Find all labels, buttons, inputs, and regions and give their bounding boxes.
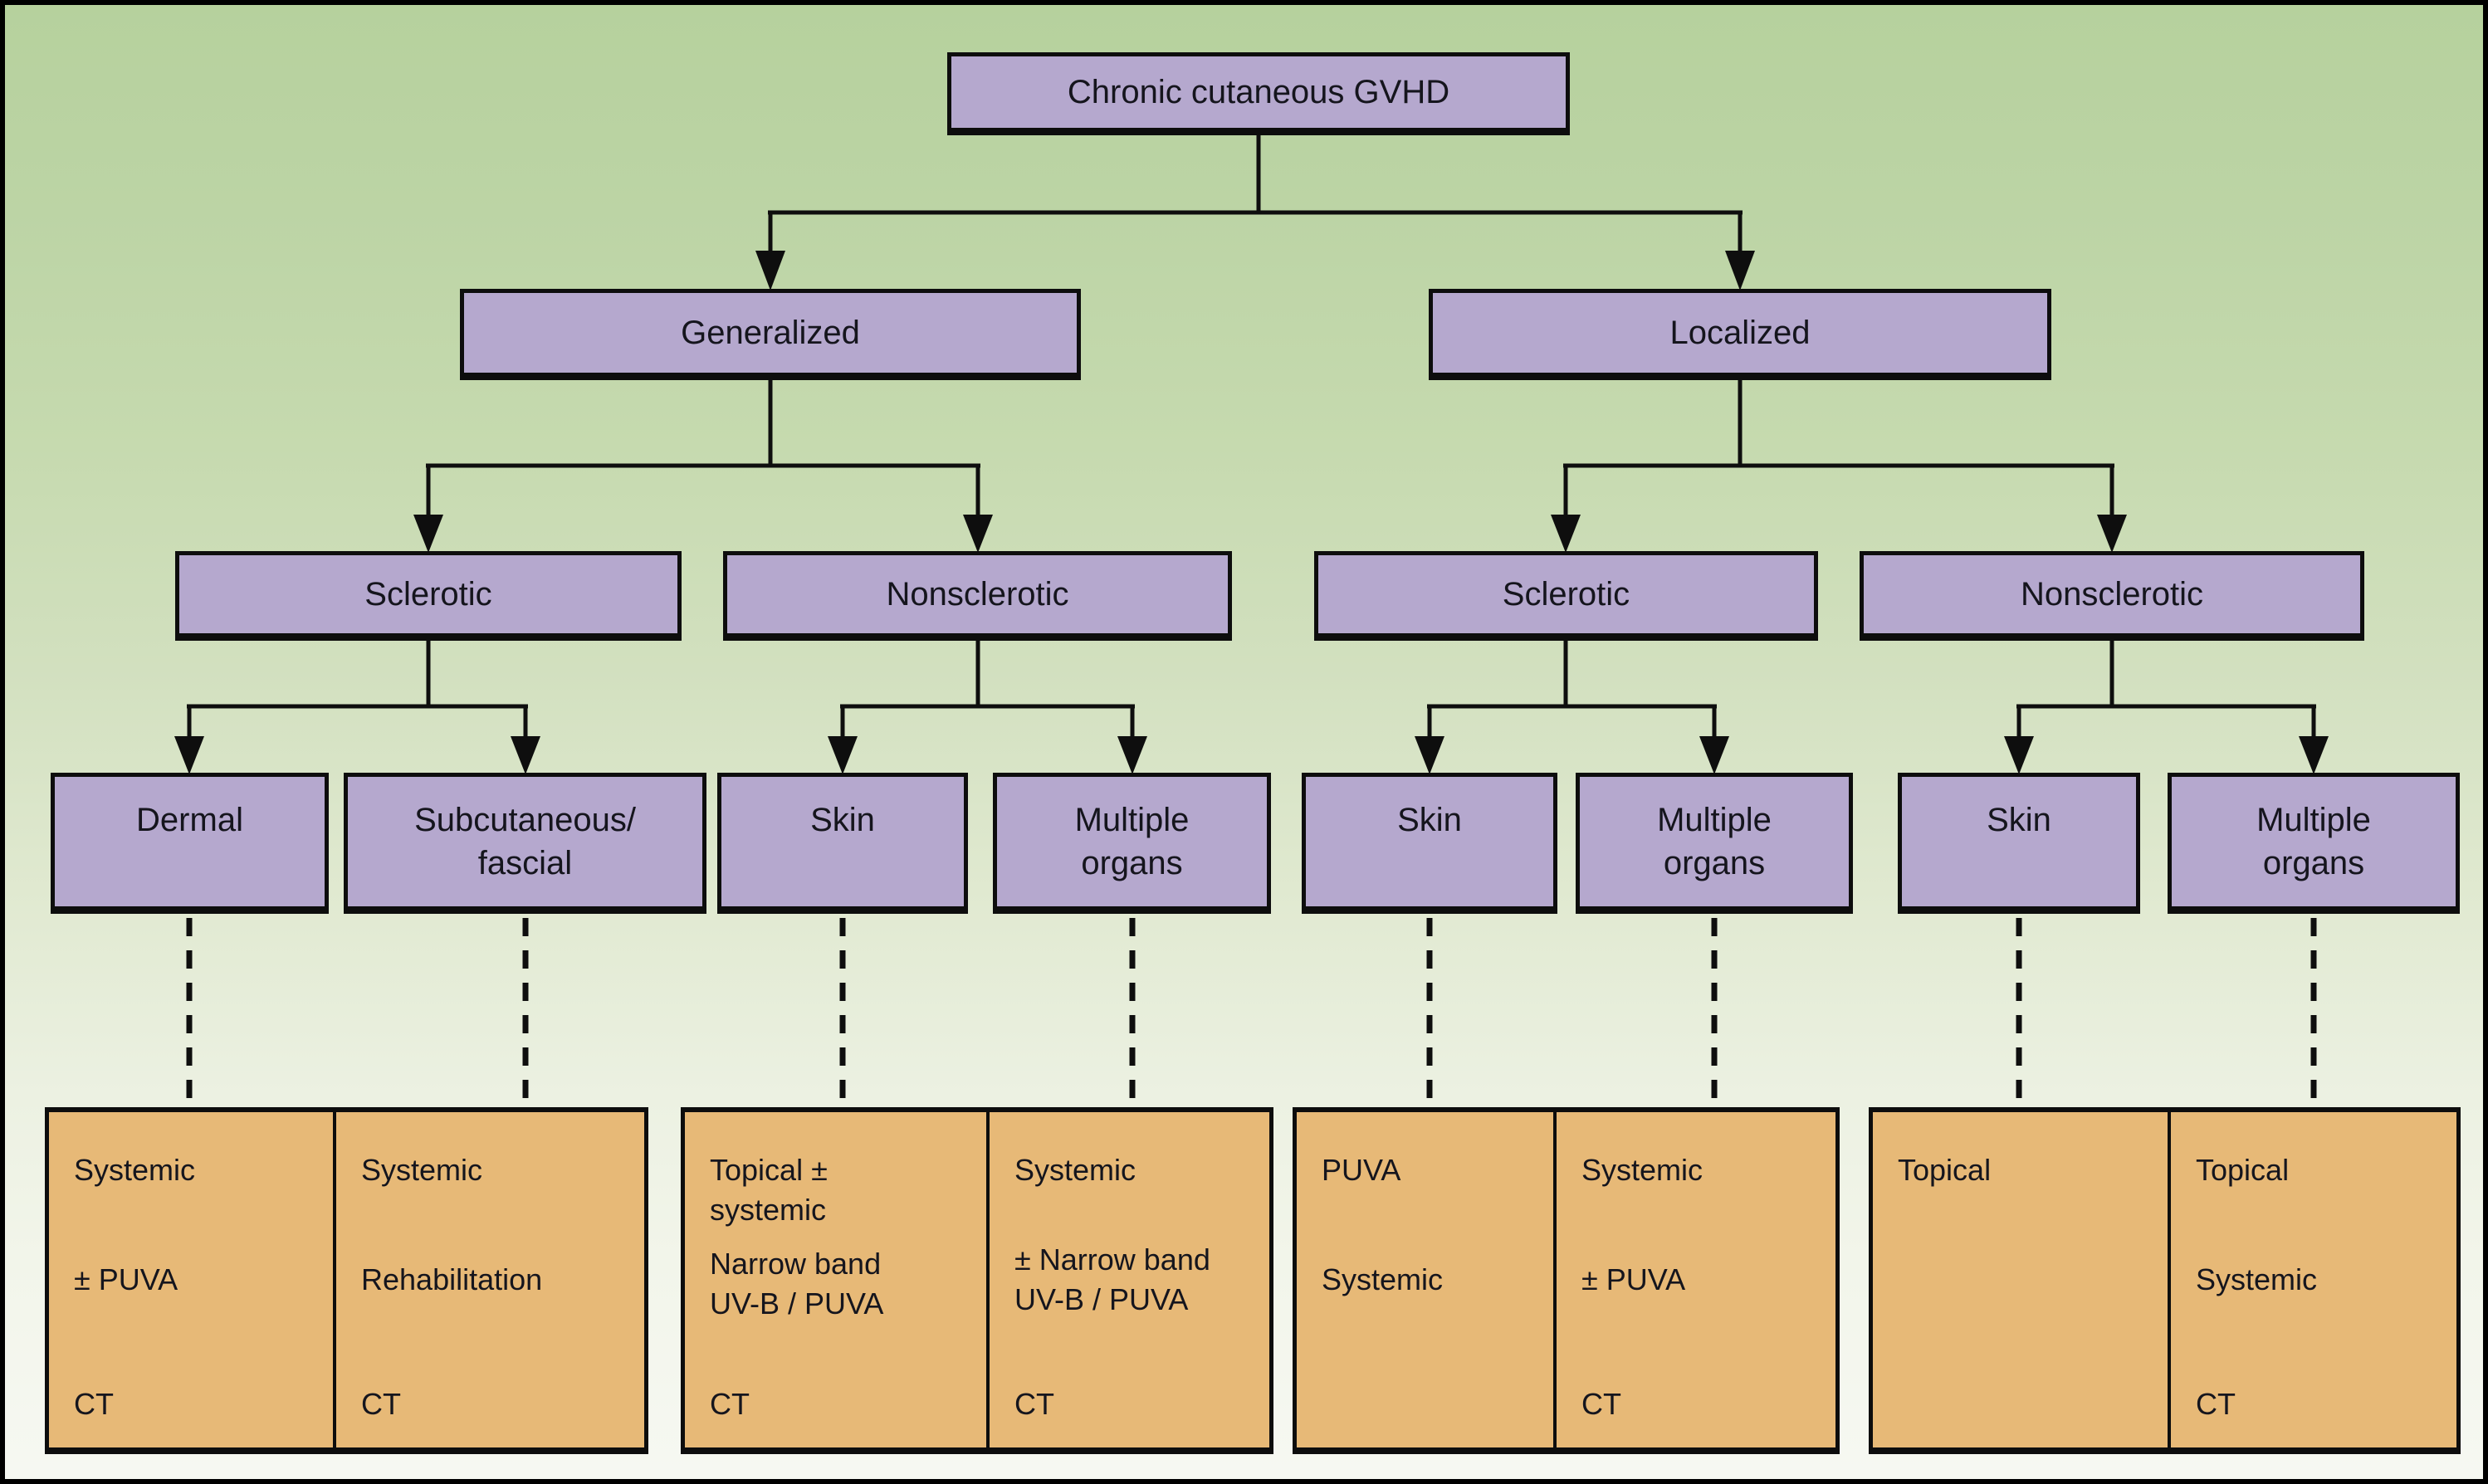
arrow-down-icon (828, 736, 858, 774)
node-dermal: Dermal (51, 773, 329, 914)
node-localized: Localized (1429, 289, 2051, 380)
node-loc-nonsclerotic-skin: Skin (1898, 773, 2140, 914)
node-loc-nonsclerotic-multiple-organs: Multiple organs (2168, 773, 2460, 914)
treatment-text: CT (1014, 1387, 1054, 1422)
arrow-down-icon (963, 515, 993, 553)
node-subcutaneous-fascial: Subcutaneous/ fascial (344, 773, 706, 914)
treatment-group-localized-nonsclerotic: Topical Topical Systemic CT (1869, 1107, 2461, 1454)
treatment-text: Systemic (74, 1153, 196, 1187)
arrow-down-icon (174, 736, 204, 774)
treatment-text: Systemic (2196, 1262, 2318, 1297)
arrow-down-icon (2097, 515, 2127, 553)
connector-lines (174, 134, 2329, 1109)
treatment-text: Systemic (361, 1153, 483, 1187)
treatment-text (1322, 1424, 1538, 1447)
arrow-down-icon (511, 736, 540, 774)
node-gen-nonsclerotic-multiple-organs: Multiple organs (993, 773, 1271, 914)
treatment-text (1898, 1424, 2153, 1447)
node-root: Chronic cutaneous GVHD (947, 52, 1570, 135)
treatment-group-generalized-nonsclerotic: Topical ± systemic Narrow band UV-B / PU… (681, 1107, 1273, 1454)
connector-generalized-sclerotic-to-leaves (174, 638, 540, 774)
node-label: Sclerotic (364, 576, 492, 613)
node-label: Nonsclerotic (886, 576, 1069, 613)
treatment-text: CT (710, 1387, 750, 1422)
node-localized-sclerotic: Sclerotic (1314, 551, 1818, 641)
arrow-down-icon (1117, 736, 1147, 774)
treatment-cell-dermal: Systemic ± PUVA CT (49, 1112, 333, 1447)
node-label: Dermal (136, 802, 243, 838)
treatment-text: Topical ± systemic (710, 1153, 828, 1227)
connector-generalized-nonsclerotic-to-leaves (828, 638, 1147, 774)
treatment-text: CT (1581, 1387, 1621, 1422)
connector-root-to-level2 (755, 134, 1755, 290)
node-localized-nonsclerotic: Nonsclerotic (1860, 551, 2364, 641)
treatment-text: CT (361, 1387, 401, 1422)
node-generalized-label: Generalized (681, 315, 860, 351)
treatment-text: Topical (1898, 1153, 1992, 1187)
node-generalized: Generalized (460, 289, 1081, 380)
node-label: Skin (1397, 802, 1462, 838)
treatment-cell-skin: Topical ± systemic Narrow band UV-B / PU… (685, 1112, 986, 1447)
arrow-down-icon (1699, 736, 1729, 774)
treatment-text: Systemic (1014, 1153, 1136, 1187)
node-label: Multiple organs (1657, 802, 1772, 881)
connector-localized-sclerotic-to-leaves (1415, 638, 1729, 774)
connector-localized-nonsclerotic-to-leaves (2004, 638, 2329, 774)
connector-localized-to-level3 (1551, 378, 2127, 553)
treatment-text: Rehabilitation (361, 1262, 543, 1297)
node-loc-sclerotic-skin: Skin (1302, 773, 1557, 914)
arrow-down-icon (1725, 251, 1755, 290)
arrow-down-icon (413, 515, 443, 553)
node-generalized-nonsclerotic: Nonsclerotic (723, 551, 1232, 641)
arrow-down-icon (755, 251, 785, 290)
treatment-cell-subcutaneous-fascial: Systemic Rehabilitation CT (333, 1112, 644, 1447)
node-label: Subcutaneous/ fascial (414, 802, 636, 881)
treatment-cell-multiple-organs: Systemic ± PUVA CT (1553, 1112, 1835, 1447)
node-label: Nonsclerotic (2020, 576, 2204, 613)
arrow-down-icon (2299, 736, 2329, 774)
dashed-links-to-treatments (186, 918, 2317, 1109)
connector-generalized-to-level3 (413, 378, 993, 553)
treatment-text: Systemic (1581, 1153, 1703, 1187)
node-gen-nonsclerotic-skin: Skin (717, 773, 968, 914)
treatment-cell-multiple-organs: Systemic ± Narrow band UV-B / PUVA CT (986, 1112, 1269, 1447)
node-label: Skin (1987, 802, 2051, 838)
treatment-text: ± PUVA (74, 1262, 178, 1297)
treatment-text: CT (74, 1387, 114, 1422)
arrow-down-icon (1415, 736, 1444, 774)
treatment-text: ± Narrow band UV-B / PUVA (1014, 1242, 1210, 1316)
treatment-text: PUVA (1322, 1153, 1401, 1187)
node-localized-label: Localized (1669, 315, 1811, 351)
treatment-text: CT (2196, 1387, 2236, 1422)
treatment-cell-multiple-organs: Topical Systemic CT (2168, 1112, 2456, 1447)
node-label: Multiple organs (1074, 802, 1190, 881)
treatment-cell-skin: Topical (1873, 1112, 2168, 1447)
arrow-down-icon (1551, 515, 1581, 553)
node-root-label: Chronic cutaneous GVHD (1067, 74, 1450, 110)
treatment-cell-skin: PUVA Systemic (1297, 1112, 1553, 1447)
arrow-down-icon (2004, 736, 2034, 774)
node-generalized-sclerotic: Sclerotic (175, 551, 682, 641)
treatment-text: Topical (2196, 1153, 2290, 1187)
treatment-text: Systemic (1322, 1262, 1444, 1297)
node-loc-sclerotic-multiple-organs: Multiple organs (1576, 773, 1853, 914)
node-label: Skin (810, 802, 875, 838)
treatment-group-generalized-sclerotic: Systemic ± PUVA CT Systemic Rehabilitati… (45, 1107, 648, 1454)
treatment-text: ± PUVA (1581, 1262, 1686, 1297)
treatment-group-localized-sclerotic: PUVA Systemic Systemic ± PUVA CT (1293, 1107, 1840, 1454)
treatment-text: Narrow band UV-B / PUVA (710, 1247, 884, 1320)
node-label: Sclerotic (1502, 576, 1630, 613)
node-label: Multiple organs (2256, 802, 2371, 881)
